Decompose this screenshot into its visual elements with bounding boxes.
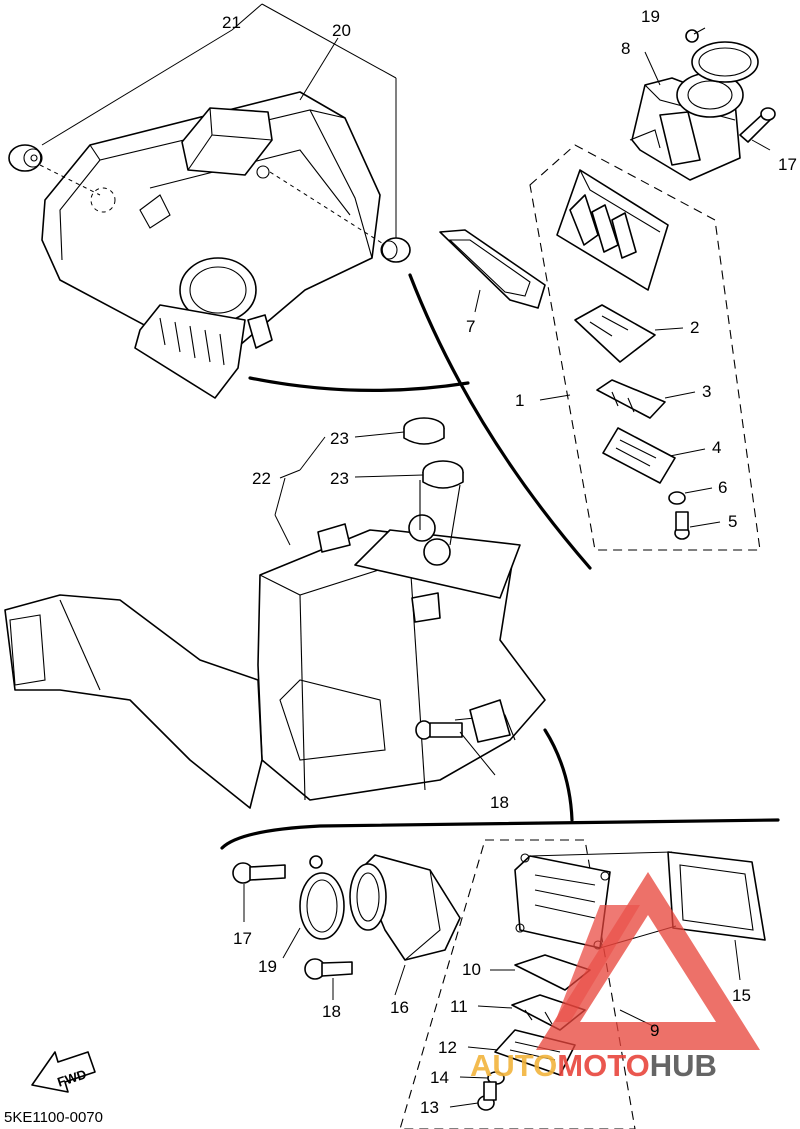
callout-16: 16	[390, 998, 409, 1017]
clamp-19-top	[685, 29, 759, 83]
joint-8-top	[629, 72, 744, 181]
callout-9: 9	[650, 1021, 659, 1040]
callout-7: 7	[466, 317, 475, 336]
callout-10: 10	[462, 960, 481, 979]
section-arc-bottom	[543, 728, 574, 822]
air-box-middle	[4, 480, 546, 809]
grommet-21-left	[8, 144, 43, 172]
section-arc-top	[248, 376, 470, 392]
reed-2-top	[574, 304, 656, 363]
callout-15: 15	[732, 986, 751, 1005]
callout-21: 21	[222, 13, 241, 32]
screw-5-top	[674, 511, 690, 540]
callout-13: 13	[420, 1098, 439, 1117]
washer-6-top	[668, 491, 686, 505]
watermark-auto: AUTO	[470, 1048, 557, 1083]
watermark-hub: HUB	[650, 1048, 717, 1083]
callout-23-lower: 23	[330, 469, 349, 488]
bolt-17-top	[739, 107, 776, 143]
watermark-moto: MOTO	[557, 1048, 649, 1083]
reed-valve-assy-box-top	[529, 144, 761, 551]
fwd-arrow-icon: FWD	[31, 1051, 96, 1093]
screw-13-bottom	[477, 1081, 497, 1111]
callout-1: 1	[515, 391, 524, 410]
reed-valve-assy-box-bottom	[399, 839, 636, 1129]
callout-5: 5	[728, 512, 737, 531]
callout-18-bottom: 18	[322, 1002, 341, 1021]
callout-18-middle: 18	[490, 793, 509, 812]
callout-20: 20	[332, 21, 351, 40]
callout-labels: 21 20 19 8 17 7 2 1 3 4 6 5 23 22 23 18 …	[222, 7, 797, 1117]
callout-23-upper: 23	[330, 429, 349, 448]
gasket-15-bottom	[667, 851, 766, 941]
callout-17-bottom: 17	[233, 929, 252, 948]
diagram-code: 5KE1100-0070	[4, 1109, 103, 1126]
leaders-top-right	[474, 27, 771, 528]
bolt-17-bottom	[232, 862, 286, 884]
watermark-logo: AUTOMOTOHUB	[470, 872, 760, 1083]
callout-6: 6	[718, 478, 727, 497]
callout-2: 2	[690, 318, 699, 337]
watermark-triangle-icon	[536, 872, 760, 1050]
grommet-23-upper	[403, 417, 445, 445]
air-filter-case-top	[39, 91, 381, 399]
watermark-text: AUTOMOTOHUB	[470, 1048, 717, 1083]
reed-plate-4-top	[602, 427, 676, 484]
bolt-18-bottom	[304, 958, 353, 980]
callout-11: 11	[450, 997, 468, 1016]
callout-8: 8	[621, 39, 630, 58]
callout-12: 12	[438, 1038, 457, 1057]
bolt-18-middle	[415, 720, 463, 740]
reed-stopper-3-top	[596, 379, 666, 419]
gasket-7-top	[439, 229, 546, 309]
callout-22: 22	[252, 469, 271, 488]
leaders-middle	[274, 431, 496, 776]
callout-4: 4	[712, 438, 721, 457]
reed-valve-body-top	[556, 169, 669, 291]
callout-19-top: 19	[641, 7, 660, 26]
section-arc-right	[408, 273, 592, 570]
callout-14: 14	[430, 1068, 449, 1087]
clamp-19-bottom	[299, 855, 345, 940]
callout-17-top: 17	[778, 155, 797, 174]
callout-3: 3	[702, 382, 711, 401]
leaders-20-21	[41, 3, 397, 238]
joint-16-bottom	[349, 854, 461, 961]
callout-19-bottom: 19	[258, 957, 277, 976]
grommet-23-lower	[422, 460, 464, 489]
section-bar-bottom	[220, 818, 780, 850]
